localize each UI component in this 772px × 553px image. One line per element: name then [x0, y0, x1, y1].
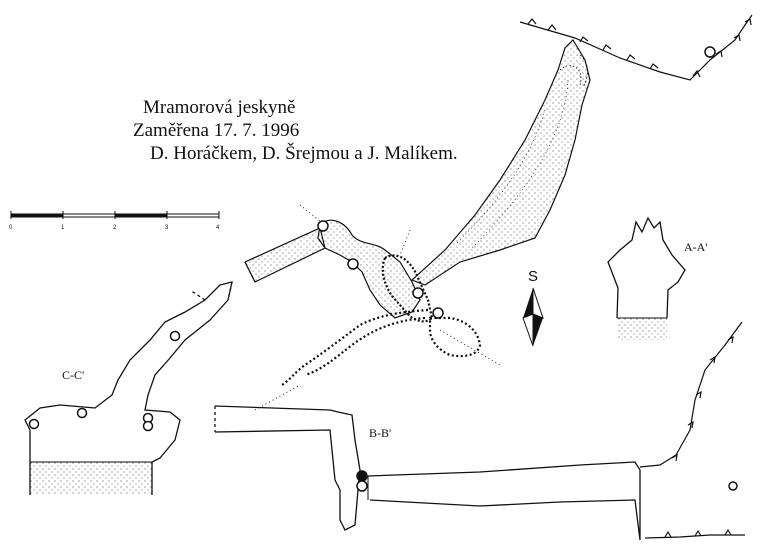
section-a: A-A': [607, 216, 708, 340]
station-marker: [412, 287, 424, 299]
title-line-3: D. Horáčkem, D. Šrejmou a J. Malíkem.: [150, 142, 458, 164]
title-line-2: Zaměřena 17. 7. 1996: [133, 120, 299, 141]
station-marker: [347, 258, 359, 270]
station-marker: [704, 46, 716, 58]
station-marker: [728, 481, 738, 491]
scale-tick-3: 3: [165, 225, 169, 231]
station-marker: [169, 330, 181, 342]
station-marker: [317, 220, 329, 232]
section-lines: [254, 204, 501, 411]
section-c-label: C-C': [62, 368, 84, 382]
station-marker: [356, 470, 368, 482]
scale-bar: 0 1 2 3 4: [9, 211, 220, 231]
station-marker: [356, 480, 368, 492]
section-b: B-B': [214, 405, 641, 541]
scale-tick-2: 2: [113, 225, 117, 231]
surface-line-right: [639, 321, 745, 539]
lower-passages: [281, 308, 482, 386]
north-arrow-label: S: [528, 268, 538, 285]
plan-stations: [317, 46, 738, 491]
section-b-label: B-B': [369, 426, 391, 440]
station-marker: [432, 307, 444, 319]
title-line-1: Mramorová jeskyně: [143, 97, 295, 118]
scale-tick-4: 4: [216, 225, 220, 231]
scale-tick-1: 1: [61, 225, 65, 231]
entrance-corridor: [410, 39, 591, 286]
surface-line-top: [519, 14, 753, 81]
station-marker: [28, 418, 40, 430]
section-a-label: A-A': [684, 240, 708, 254]
scale-tick-0: 0: [9, 225, 13, 231]
station-marker: [142, 420, 154, 432]
section-c: C-C': [24, 281, 233, 495]
central-chamber: [244, 219, 434, 323]
north-arrow: S: [522, 268, 544, 347]
station-marker: [76, 407, 88, 419]
title-block: Mramorová jeskyně Zaměřena 17. 7. 1996 D…: [133, 97, 458, 164]
